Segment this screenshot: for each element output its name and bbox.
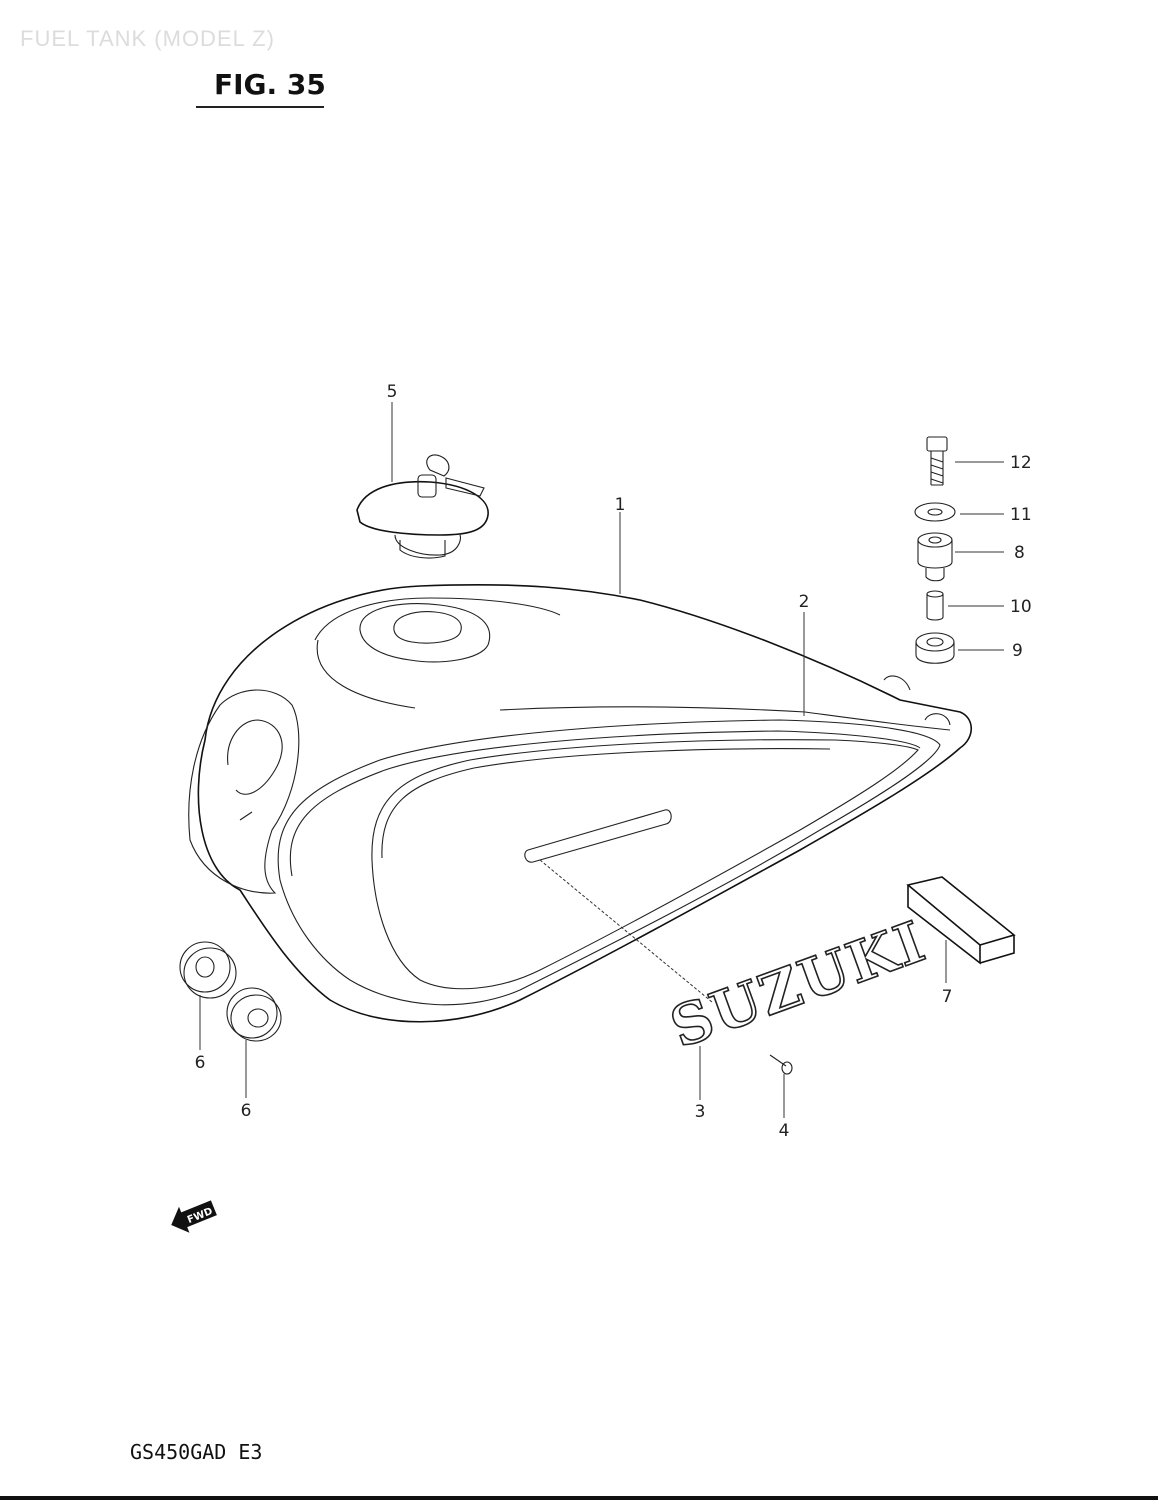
callout-8: 8 xyxy=(1014,543,1025,563)
front-cushion-6a-part xyxy=(179,941,237,999)
callout-7: 7 xyxy=(942,987,953,1007)
leader-lines xyxy=(199,402,1004,1118)
suzuki-emblem-part: SUZUKI xyxy=(661,907,935,1062)
model-code: GS450GAD E3 xyxy=(130,1440,263,1464)
callout-4: 4 xyxy=(779,1121,790,1141)
cushion-part xyxy=(917,532,953,582)
bottom-rule xyxy=(0,1496,1158,1500)
callout-10: 10 xyxy=(1010,597,1032,617)
pad-part xyxy=(906,876,1016,965)
forward-arrow-icon: FWD xyxy=(171,1200,217,1233)
fuel-cap-part xyxy=(356,454,489,559)
spacer-part xyxy=(926,590,944,621)
cushion-9-part xyxy=(915,632,955,664)
figure-underline xyxy=(196,106,324,108)
screw-part xyxy=(769,1054,793,1075)
fuel-tank-part xyxy=(188,583,973,1023)
callout-11: 11 xyxy=(1010,505,1032,525)
page-header-title: FUEL TANK (MODEL Z) xyxy=(20,26,275,51)
callout-6a: 6 xyxy=(195,1053,206,1073)
callout-2: 2 xyxy=(799,592,810,612)
figure-label: FIG. 35 xyxy=(214,68,326,101)
callout-1: 1 xyxy=(615,495,626,515)
callout-9: 9 xyxy=(1012,641,1023,661)
bolt-part xyxy=(926,436,948,486)
emblem-text: SUZUKI xyxy=(662,908,934,1061)
callout-5: 5 xyxy=(387,382,398,402)
callout-6b: 6 xyxy=(241,1101,252,1121)
callout-12: 12 xyxy=(1010,453,1032,473)
front-cushion-6b-part xyxy=(226,987,282,1042)
callout-3: 3 xyxy=(695,1102,706,1122)
washer-part xyxy=(914,502,956,522)
